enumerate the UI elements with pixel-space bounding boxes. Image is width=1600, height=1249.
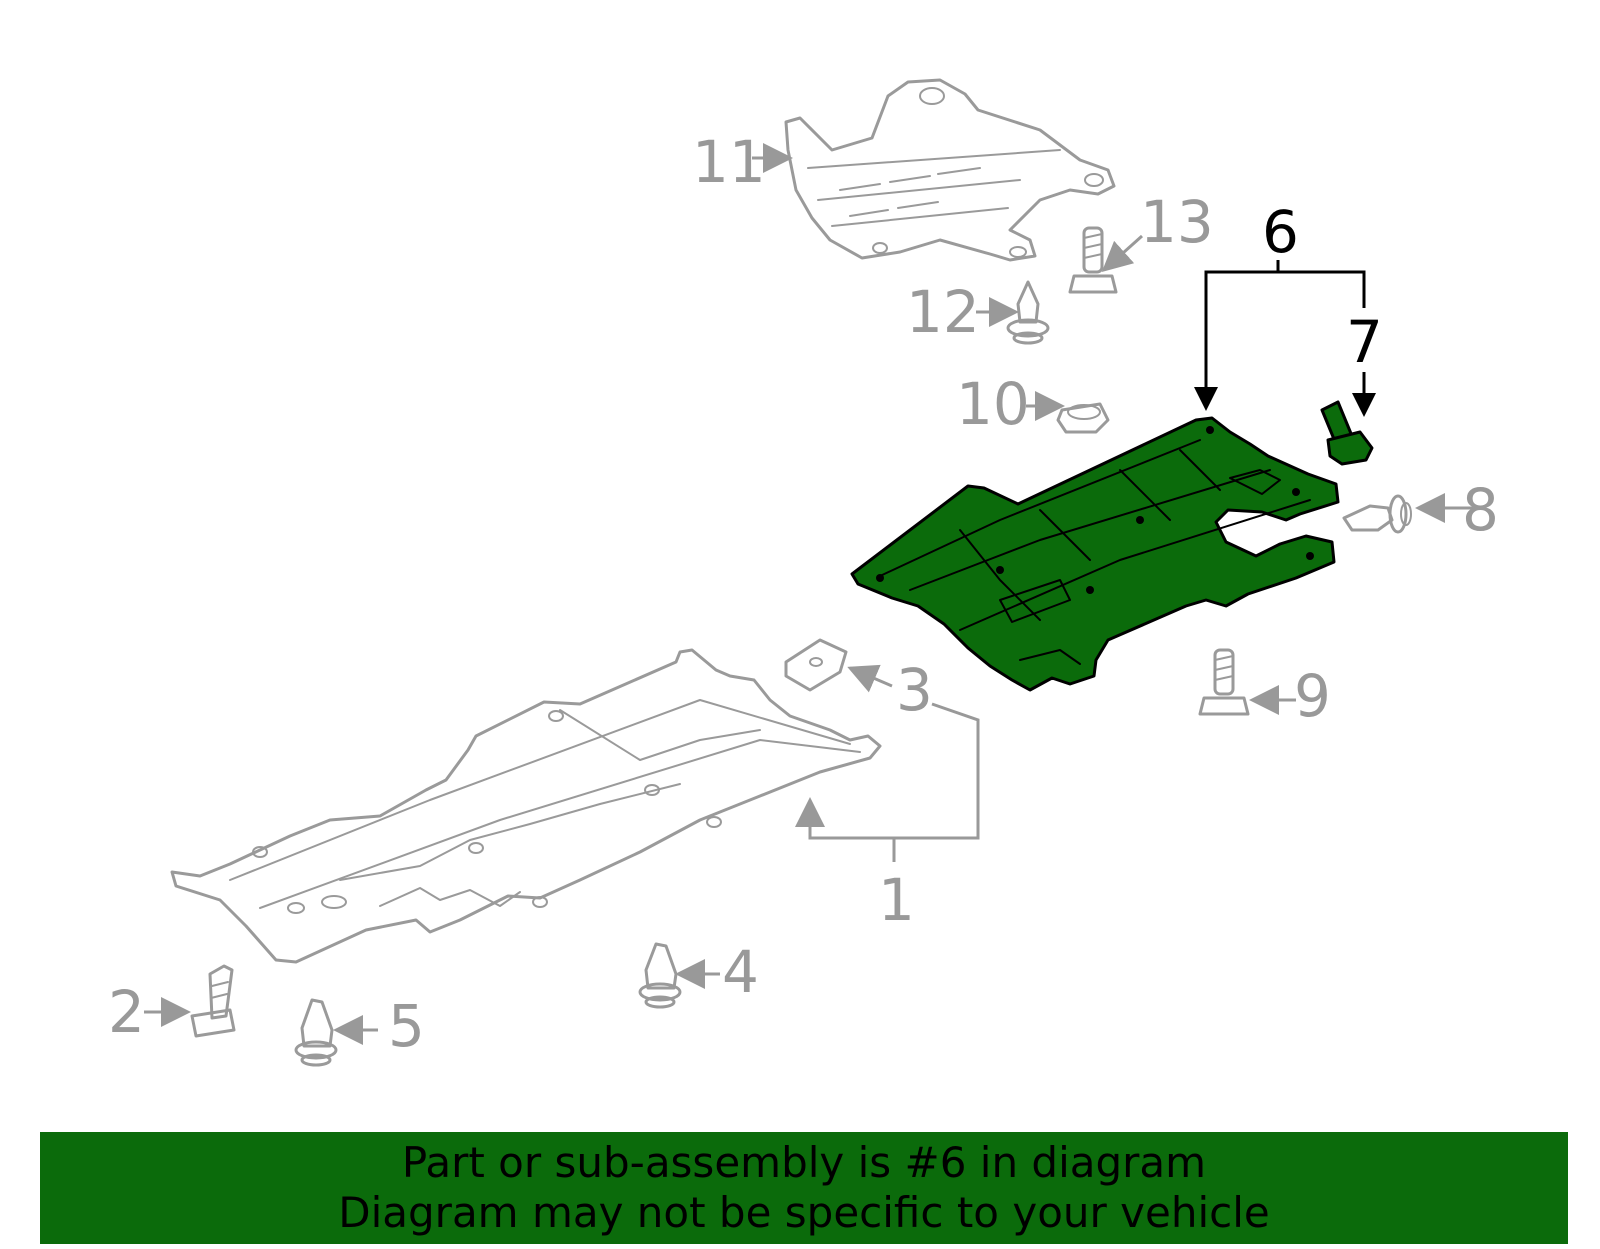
part-3-clip-nut — [784, 638, 848, 692]
part-7-highlighted-bolt — [1320, 400, 1374, 466]
callout-9: 9 — [1294, 662, 1331, 730]
part-11-shield — [784, 78, 1116, 262]
leader-6 — [1194, 260, 1280, 411]
part-4-clip — [638, 942, 682, 1009]
callout-11: 11 — [692, 128, 766, 196]
callout-labels: 11 13 12 10 6 7 8 9 3 1 2 5 4 — [108, 128, 1499, 1060]
callout-4: 4 — [722, 938, 759, 1006]
leader-lines — [144, 143, 1476, 1045]
banner-line-1: Part or sub-assembly is #6 in diagram — [401, 1138, 1207, 1187]
leader-1 — [795, 797, 896, 862]
leader-13 — [1101, 234, 1144, 273]
callout-8: 8 — [1462, 476, 1499, 544]
part-13-bolt — [1068, 226, 1118, 294]
part-10-nut — [1056, 402, 1110, 434]
part-8-clip — [1342, 494, 1412, 534]
part-1-lower-shield — [170, 648, 882, 964]
leader-6-7-bracket — [1278, 270, 1366, 308]
part-9-bolt — [1198, 648, 1250, 716]
part-6-highlighted-shield — [850, 416, 1340, 692]
banner-line-2: Diagram may not be specific to your vehi… — [338, 1188, 1270, 1237]
leader-1-3-bracket — [894, 702, 980, 840]
callout-2: 2 — [108, 978, 145, 1046]
leader-3 — [847, 664, 893, 693]
callout-6: 6 — [1262, 198, 1299, 266]
callout-3: 3 — [896, 656, 933, 724]
callout-10: 10 — [956, 370, 1030, 438]
callout-13: 13 — [1140, 188, 1214, 256]
callout-7: 7 — [1346, 308, 1383, 376]
callout-12: 12 — [906, 278, 980, 346]
callout-5: 5 — [388, 992, 425, 1060]
part-2-bolt — [190, 964, 236, 1038]
part-12-clip — [1006, 280, 1050, 345]
part-5-clip — [294, 998, 338, 1067]
info-banner: Part or sub-assembly is #6 in diagram Di… — [40, 1132, 1568, 1244]
callout-1: 1 — [878, 866, 915, 934]
